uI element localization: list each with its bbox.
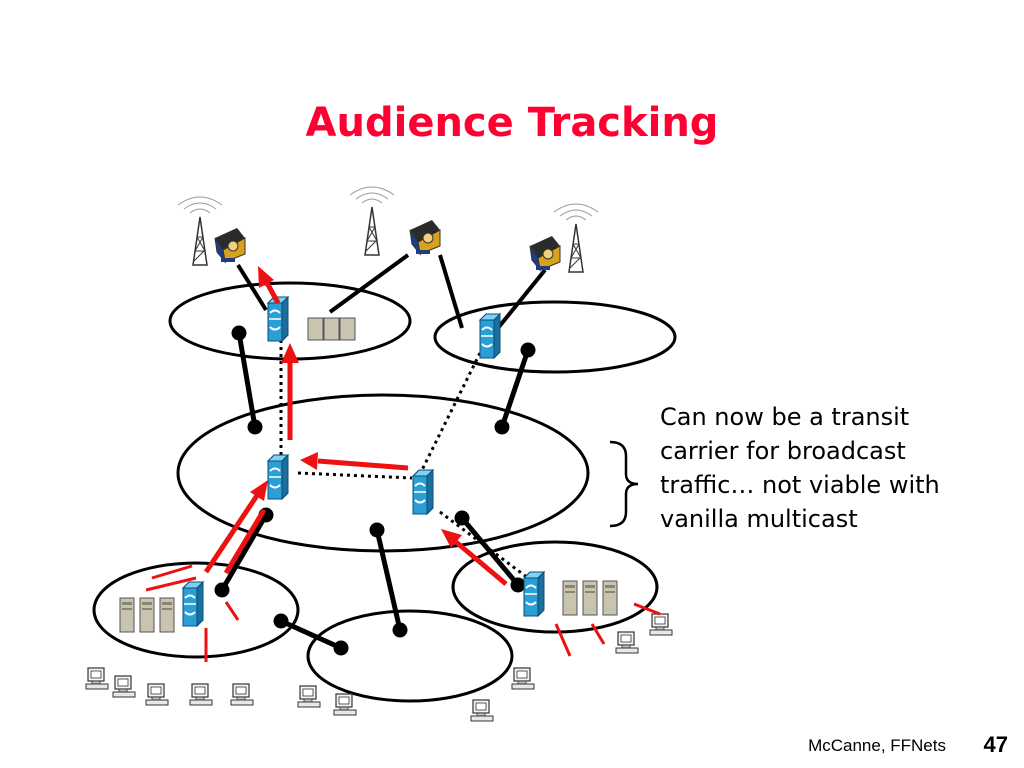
- slide-title: Audience Tracking: [305, 100, 719, 146]
- router-icon: [479, 313, 501, 359]
- annotation-line: Can now be a transit: [660, 403, 910, 431]
- network-bottom-left: [92, 561, 300, 659]
- annotation-line: carrier for broadcast: [660, 437, 906, 465]
- page-number: 47: [983, 732, 1008, 757]
- network-bottom-right: [451, 540, 659, 634]
- server-rack-icon: [562, 580, 618, 616]
- workstation-icon: [297, 685, 321, 708]
- broadcast-tower-icon: [349, 186, 395, 256]
- router-icon: [412, 469, 434, 515]
- feedback-arrows: [203, 266, 508, 586]
- workstation-icon: [145, 683, 169, 706]
- server-rack-icon: [119, 597, 175, 633]
- footer-author: McCanne, FFNets: [808, 736, 946, 755]
- broadcast-tower-icon: [553, 203, 599, 273]
- workstation-icon: [85, 667, 109, 690]
- router-icon: [523, 571, 545, 617]
- inter-network-links: [214, 325, 536, 656]
- network-bottom-middle: [306, 609, 514, 703]
- workstation-icon: [511, 667, 535, 690]
- camera-icon: [409, 219, 441, 255]
- annotation-text: Can now be a transit carrier for broadca…: [660, 400, 990, 536]
- workstation-icon: [189, 683, 213, 706]
- annotation-line: traffic… not viable with: [660, 471, 940, 499]
- router-icon: [267, 296, 289, 342]
- network-top-right: [433, 300, 677, 374]
- router-icon: [182, 581, 204, 627]
- camera-links: [236, 253, 547, 330]
- workstation-icon: [615, 631, 639, 654]
- annotation-line: vanilla multicast: [660, 505, 858, 533]
- camera-icon: [529, 235, 561, 271]
- router-icon: [267, 454, 289, 500]
- workstation-icon: [230, 683, 254, 706]
- workstation-icon: [333, 693, 357, 716]
- curly-brace-icon: [609, 440, 639, 528]
- broadcast-tower-icon: [177, 196, 223, 266]
- dotted-tunnels: [279, 340, 529, 580]
- workstation-icon: [649, 613, 673, 636]
- host-arrows: [145, 564, 661, 662]
- workstation-icon: [112, 675, 136, 698]
- workstation-icon: [470, 699, 494, 722]
- camera-icon: [214, 227, 246, 263]
- server-rack-icon: [307, 317, 356, 341]
